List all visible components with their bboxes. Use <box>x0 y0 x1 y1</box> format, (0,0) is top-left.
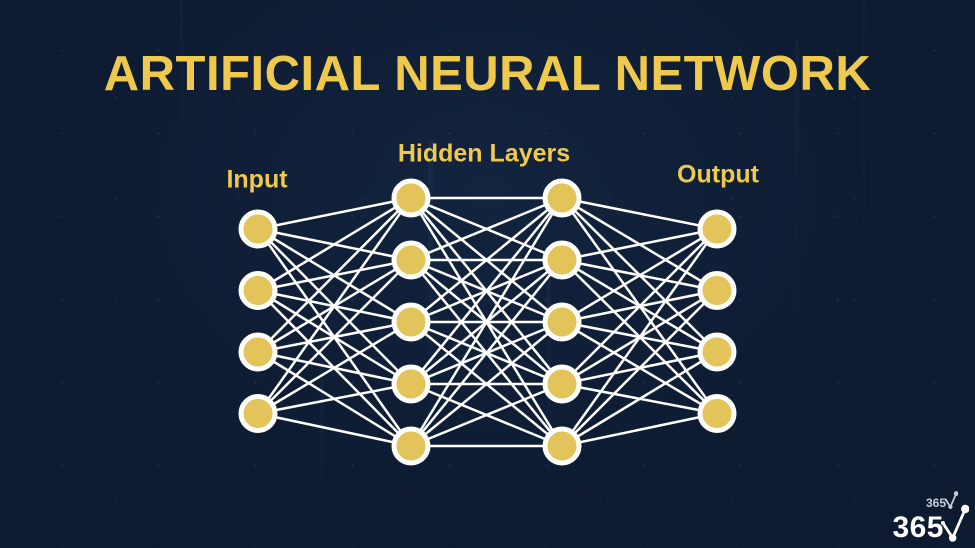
neuron-node-hidden-1 <box>391 178 431 218</box>
connection-line <box>257 382 412 415</box>
connection-line <box>561 289 718 447</box>
watermark-logo-small: 365 <box>925 491 958 510</box>
neuron-node-hidden-1 <box>391 302 431 342</box>
connection-line <box>410 259 563 447</box>
connection-line <box>257 412 412 448</box>
label-hidden-layers: Hidden Layers <box>397 139 571 168</box>
brand-number-small: 365 <box>925 495 946 510</box>
neuron-node-hidden-2 <box>542 426 582 466</box>
neuron-node-output <box>697 332 737 372</box>
connection-line <box>257 259 412 415</box>
connection-line <box>560 228 719 447</box>
neuron-node-output <box>697 394 737 433</box>
neuron-node-hidden-2 <box>542 364 582 404</box>
watermark-logo: 365 <box>892 503 969 545</box>
connection-line <box>561 227 718 262</box>
neuron-node-input <box>238 209 278 249</box>
connection-line <box>257 196 412 292</box>
connection-line <box>257 320 412 415</box>
connection-line <box>561 228 718 385</box>
label-output-layer: Output <box>677 160 759 189</box>
page-title: ARTIFICIAL NEURAL NETWORK <box>103 47 872 101</box>
connection-line <box>257 197 412 353</box>
connection-line <box>561 350 718 448</box>
neuron-node-hidden-1 <box>391 364 431 404</box>
connection-line <box>409 197 564 447</box>
connection-line <box>410 321 563 447</box>
checkmark-icon <box>941 504 969 542</box>
connection-line <box>257 196 412 231</box>
neuron-node-hidden-2 <box>542 240 582 280</box>
brand-number: 365 <box>892 511 944 545</box>
neuron-node-input <box>238 271 278 310</box>
neuron-node-hidden-1 <box>391 426 431 466</box>
neuron-node-output <box>697 209 737 249</box>
connection-line <box>410 197 563 385</box>
checkmark-icon <box>945 491 958 509</box>
connection-line <box>410 197 563 323</box>
connection-line <box>256 197 413 415</box>
neuron-node-hidden-1 <box>391 240 431 280</box>
neuron-node-input <box>238 394 278 433</box>
connection-line <box>410 382 563 448</box>
connection-line <box>561 412 718 448</box>
connection-line <box>561 196 718 231</box>
connection-line <box>410 196 563 262</box>
neuron-node-hidden-2 <box>542 178 582 218</box>
connection-line <box>561 227 718 324</box>
neuron-node-hidden-2 <box>542 302 582 342</box>
neuron-node-output <box>697 271 737 310</box>
label-input-layer: Input <box>226 165 288 194</box>
neuron-node-input <box>238 332 278 372</box>
